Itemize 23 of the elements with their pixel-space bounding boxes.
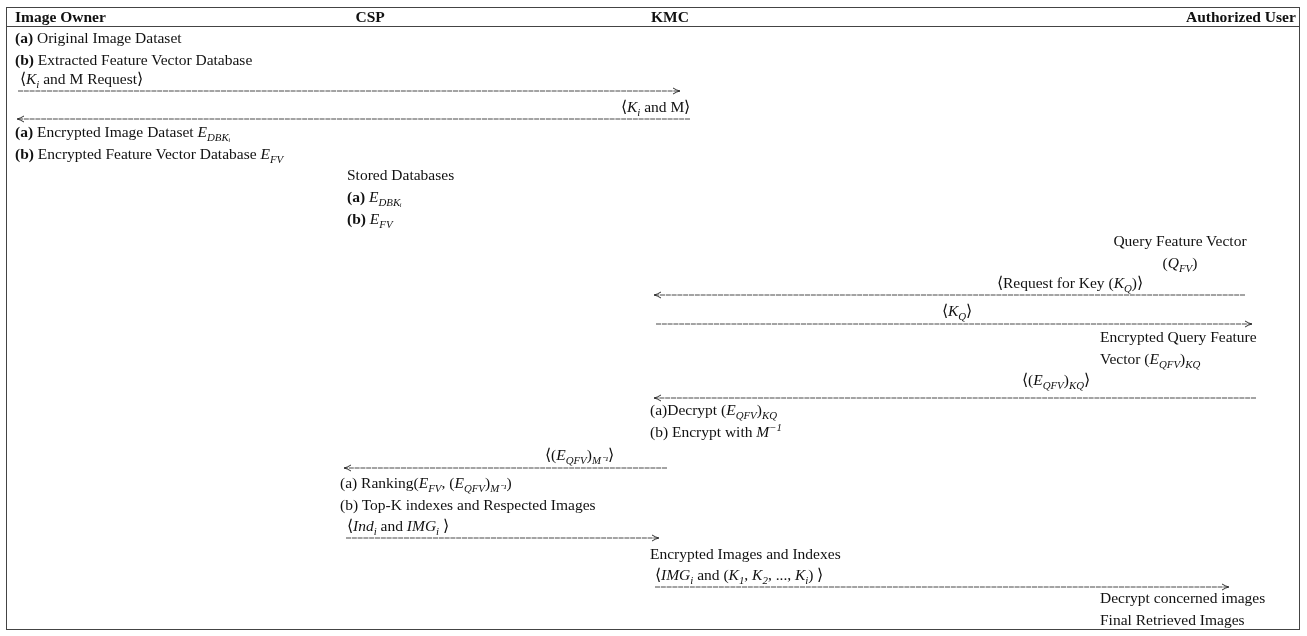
column-header: KMC bbox=[651, 7, 689, 27]
note-text: (b) E$_{FV}$ bbox=[347, 209, 393, 229]
step-text: (b) Extracted Feature Vector Database bbox=[15, 50, 254, 70]
edge-label: ⟨Ind$_{i}$ and IMG$_{i}$ ⟩ bbox=[345, 517, 451, 535]
step-text: (a) Original Image Dataset bbox=[15, 28, 183, 48]
note-text: Stored Databases bbox=[347, 165, 455, 185]
step-text: (a) Encrypted Image Dataset E$_{DBKᵢ}$ bbox=[15, 122, 232, 143]
step-text: Encrypted Images and Indexes bbox=[650, 544, 842, 564]
step-text: (a) Ranking(E$_{FV}$, (E$_{QFV}$)$_{M⁻¹}$) bbox=[340, 473, 513, 494]
note-text: (a) E$_{DBKᵢ}$ bbox=[347, 187, 402, 207]
column-header: Authorized User bbox=[1186, 7, 1296, 27]
step-text: Query Feature Vector (Q$_{FV}$) bbox=[1112, 231, 1248, 274]
column-header: CSP bbox=[355, 7, 385, 27]
column-header: Image Owner bbox=[15, 7, 106, 27]
step-text: Final Retrieved Images bbox=[1100, 610, 1246, 630]
step-text: (b) Encrypted Feature Vector Database E$_{FV}$ bbox=[15, 144, 285, 165]
step-text: (a)Decrypt (E$_{QFV}$)$_{KQ}$ bbox=[650, 400, 778, 421]
step-text: (b) Encrypt with M$^{−1}$ bbox=[650, 421, 783, 442]
edge-label: ⟨(E$_{QFV}$)$_{KQ}$⟩ bbox=[1020, 371, 1092, 389]
step-text: Decrypt concerned images bbox=[1100, 588, 1267, 608]
step-text: (b) Top-K indexes and Respected Images bbox=[340, 495, 597, 515]
step-text: Encrypted Query Feature Vector (E$_{QFV}$)$_{KQ}$ bbox=[1100, 327, 1258, 370]
edge-label: ⟨Request for Key (K$_{Q}$)⟩ bbox=[995, 274, 1145, 292]
